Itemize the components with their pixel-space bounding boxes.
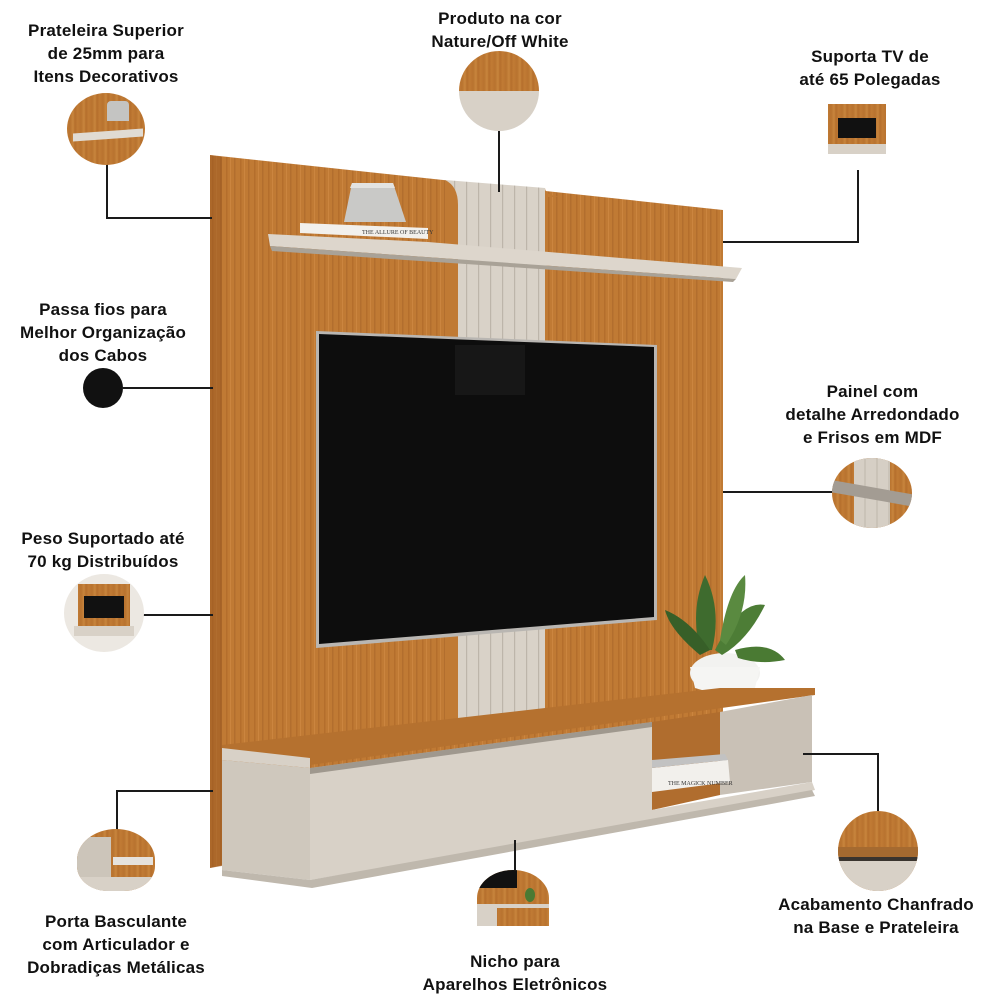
- connector-line-tv-support: [857, 170, 859, 242]
- callout-cable-pass-label: Passa fios para Melhor Organização dos C…: [19, 300, 187, 365]
- callout-panel-detail-label: Painel com detalhe Arredondado e Frisos …: [785, 382, 960, 447]
- connector-line-top-shelf-h: [106, 217, 212, 219]
- connector-line-weight: [143, 614, 213, 616]
- callout-door-label: Porta Basculante com Articulador e Dobra…: [27, 912, 205, 977]
- callout-tv-support-thumbnail: [828, 104, 886, 154]
- connector-line-panel: [723, 491, 833, 493]
- callout-color-swatch: [459, 51, 539, 131]
- cable-pass-hole-icon: [83, 368, 123, 408]
- svg-text:THE ALLURE OF BEAUTY: THE ALLURE OF BEAUTY: [362, 230, 434, 236]
- callout-color-label: Produto na cor Nature/Off White: [431, 9, 569, 51]
- callout-chamfer-thumbnail: [838, 811, 918, 891]
- connector-line-tv-support-h: [723, 241, 859, 243]
- callout-weight-thumbnail: [64, 574, 144, 652]
- callout-top-shelf-thumbnail: [67, 93, 145, 165]
- connector-line-niche: [514, 840, 516, 872]
- connector-line-chamfer-h: [803, 753, 879, 755]
- connector-line-door-h: [116, 790, 213, 792]
- connector-line-top-shelf: [106, 140, 108, 218]
- connector-line-chamfer: [877, 753, 879, 811]
- callout-chamfer-label: Acabamento Chanfrado na Base e Prateleir…: [778, 895, 974, 937]
- callout-tv-support-label: Suporta TV de até 65 Polegadas: [799, 47, 941, 89]
- callout-niche-label: Nicho para Aparelhos Eletrônicos: [422, 952, 608, 994]
- callout-niche-thumbnail: [477, 870, 549, 926]
- callout-weight-label: Peso Suportado até 70 kg Distribuídos: [21, 529, 185, 571]
- svg-text:THE MAGICK NUMBER: THE MAGICK NUMBER: [668, 781, 733, 787]
- plant: [665, 575, 785, 693]
- connector-line-door: [116, 790, 118, 830]
- connector-line-color: [498, 130, 500, 192]
- lower-cabinet: THE MAGICK NUMBER: [222, 688, 815, 888]
- callout-door-thumbnail: [77, 829, 155, 891]
- callout-panel-detail-thumbnail: [832, 458, 912, 528]
- television: [316, 331, 657, 648]
- connector-line-cable: [123, 387, 213, 389]
- top-shelf: THE ALLURE OF BEAUTY: [268, 183, 742, 282]
- callout-top-shelf-label: Prateleira Superior de 25mm para Itens D…: [28, 21, 184, 86]
